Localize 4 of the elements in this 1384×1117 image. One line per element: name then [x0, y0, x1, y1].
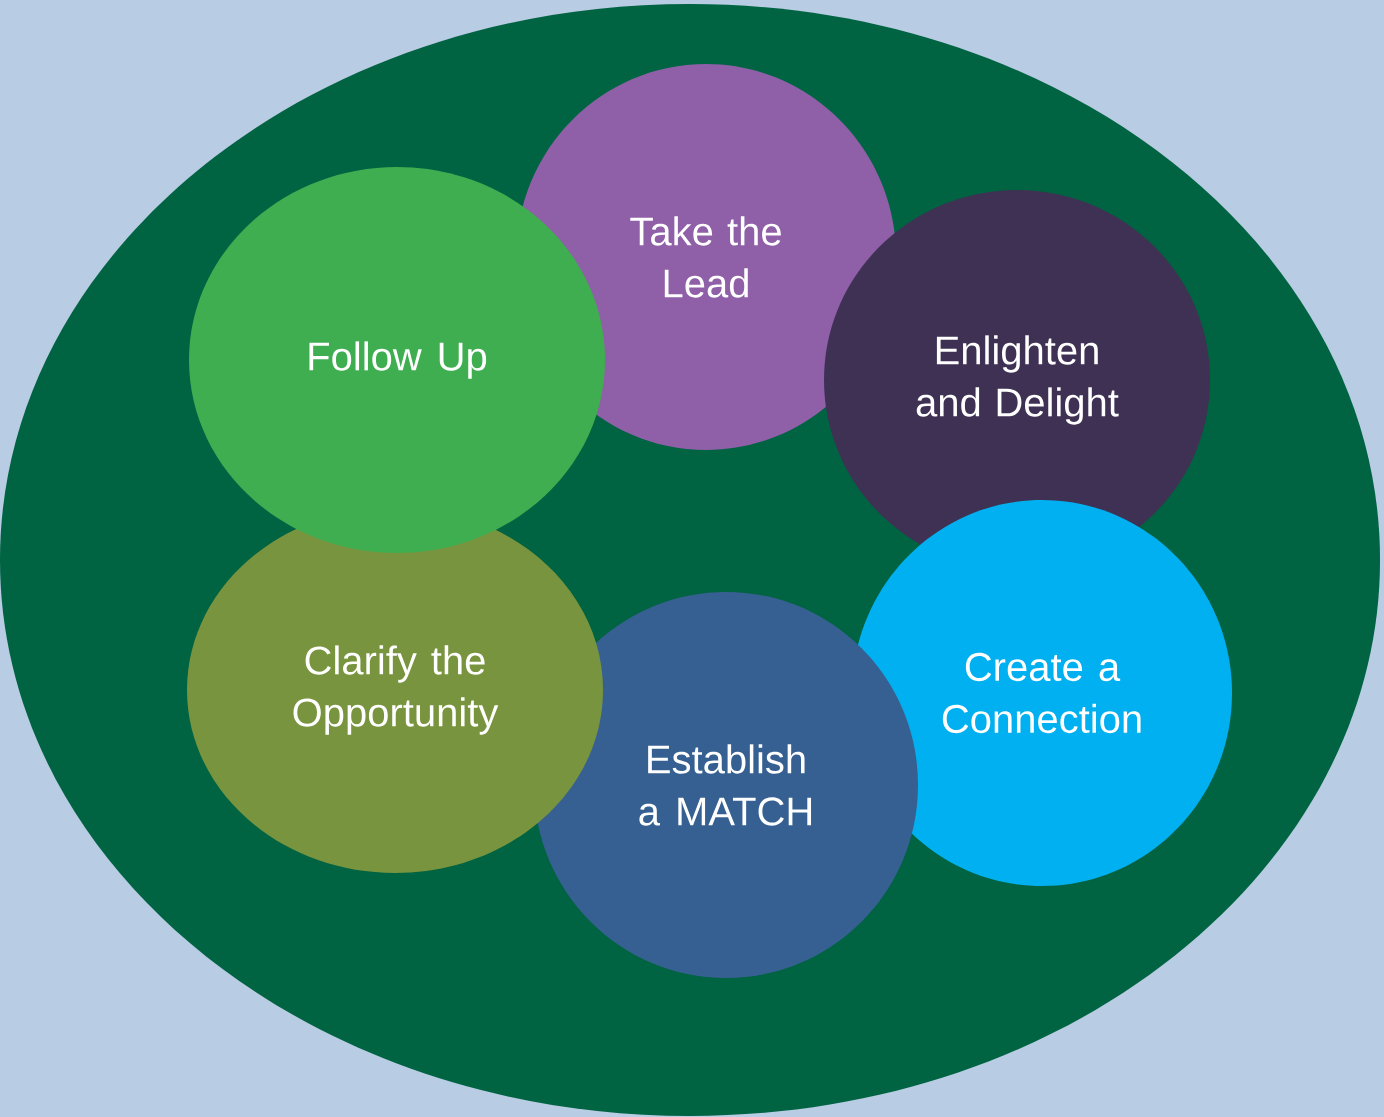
- circle-node: Create a Connection: [852, 500, 1232, 886]
- circle-node: Follow Up: [189, 167, 605, 553]
- circle-node: Clarify the Opportunity: [187, 507, 603, 873]
- circle-node: Establish a MATCH: [534, 592, 918, 978]
